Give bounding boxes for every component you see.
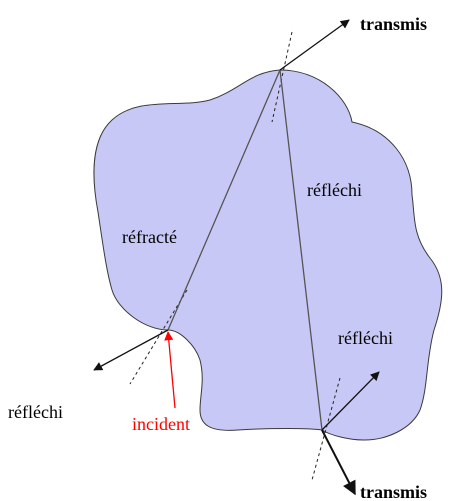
label-transmis-top: transmis: [360, 14, 427, 34]
normal-line-left: [129, 289, 188, 385]
label-refracte: réfracté: [122, 227, 177, 247]
label-incident: incident: [132, 414, 190, 434]
medium-shape: [93, 69, 443, 441]
label-reflechi-inner-upper: réfléchi: [307, 180, 362, 200]
ray-transmitted-bottom: [321, 429, 356, 496]
ray-reflected-down: [279, 69, 323, 431]
label-transmis-bottom: transmis: [360, 482, 427, 501]
ray-reflected-outer-left: [93, 329, 169, 371]
ray-reflected-inner-lower: [321, 371, 380, 431]
ray-refracted: [167, 69, 281, 331]
label-reflechi-outer-left: réfléchi: [8, 402, 63, 422]
ray-incident: [164, 331, 176, 409]
label-reflechi-inner-lower: réfléchi: [338, 328, 393, 348]
ray-transmitted-top: [279, 19, 350, 71]
